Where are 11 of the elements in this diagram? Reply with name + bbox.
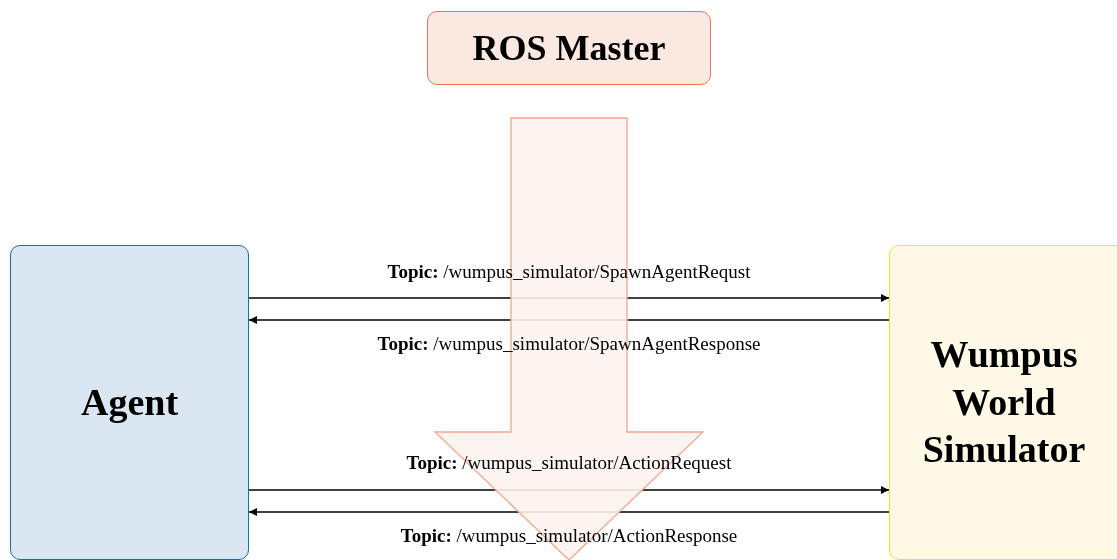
process-box <box>427 11 711 85</box>
block-arrow <box>433 117 705 560</box>
process-box <box>10 245 249 560</box>
edge-label: Topic: /wumpus_simulator/ActionResponse <box>399 526 739 545</box>
edge-label: Topic: /wumpus_simulator/SpawnAgentRequst <box>386 262 752 281</box>
node-label: Agent <box>80 379 179 425</box>
edge-label: Topic: /wumpus_simulator/ActionRequest <box>405 453 733 472</box>
node-label: ROS Master <box>472 26 666 70</box>
node-label: Wumpus World Simulator <box>921 332 1087 473</box>
edge-label: Topic: /wumpus_simulator/SpawnAgentResponse <box>376 334 762 353</box>
process-box <box>889 245 1117 560</box>
